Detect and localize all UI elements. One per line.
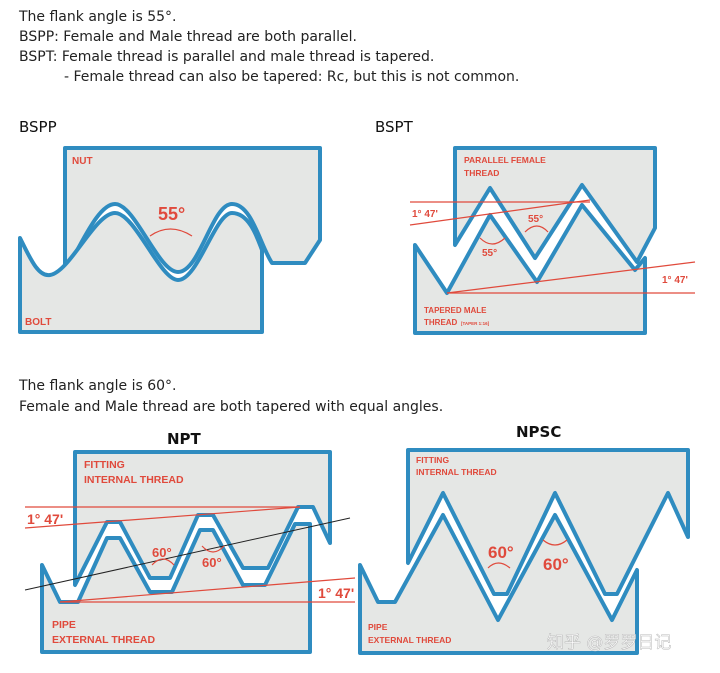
npsc-angle-a: 60° — [488, 543, 514, 562]
bspt-female-label-2: THREAD — [464, 168, 499, 178]
npt-title: NPT — [167, 430, 202, 448]
npt-angle-b: 60° — [202, 555, 222, 570]
watermark: 知乎 @罗罗日记 — [547, 633, 671, 653]
bspt-angle-a: 55° — [482, 248, 497, 259]
npt-diagram: NPT 60° 60° 1° 47' 1° 47' FITTING INTERN… — [24, 430, 356, 654]
bspt-male-label-1: TAPERED MALE — [424, 306, 487, 315]
intro-55-line1: The flank angle is 55°. — [19, 9, 177, 25]
npt-fitting-label-1: FITTING — [84, 459, 125, 471]
intro-55-line2: BSPP: Female and Male thread are both pa… — [19, 29, 357, 45]
bspp-diagram: BSPP 55° NUT BOLT — [18, 118, 322, 334]
npt-fitting — [73, 450, 332, 587]
bspp-bolt — [18, 211, 264, 334]
npsc-pipe-label-2: EXTERNAL THREAD — [368, 635, 451, 645]
npsc-diagram: NPSC 60° 60° FITTING INTERNAL THREAD PIP… — [358, 423, 690, 655]
bspt-title: BSPT — [375, 118, 414, 136]
bspt-female-label-1: PARALLEL FEMALE — [464, 155, 546, 165]
npsc-fitting — [406, 448, 690, 596]
bspt-male-label-2: THREAD — [424, 318, 458, 327]
npt-pipe-label-2: EXTERNAL THREAD — [52, 634, 155, 646]
bspt-taper-note: [TAPER 1:16] — [461, 321, 490, 326]
npsc-angle-b: 60° — [543, 555, 569, 574]
bspt-taper-top: 1° 47' — [412, 209, 438, 220]
bspp-bolt-label: BOLT — [25, 317, 51, 328]
npt-angle-a: 60° — [152, 545, 172, 560]
bspp-angle-label: 55° — [158, 204, 185, 224]
bspp-angle-arc — [149, 228, 193, 237]
intro-55-line4: - Female thread can also be tapered: Rc,… — [64, 69, 520, 85]
npt-taper-bottom: 1° 47' — [318, 585, 354, 601]
npsc-fitting-label-2: INTERNAL THREAD — [416, 467, 497, 477]
bspt-taper-bottom: 1° 47' — [662, 275, 688, 286]
npt-fitting-label-2: INTERNAL THREAD — [84, 474, 184, 486]
bspt-angle-b: 55° — [528, 214, 543, 225]
npsc-pipe — [358, 513, 639, 655]
npt-pipe — [40, 522, 312, 654]
bspt-male-thread — [413, 203, 647, 335]
bspp-nut-label: NUT — [72, 156, 93, 167]
npt-taper-top: 1° 47' — [27, 511, 63, 527]
npt-pipe-label-1: PIPE — [52, 619, 76, 631]
intro-60-line2: Female and Male thread are both tapered … — [19, 399, 444, 415]
intro-60-line1: The flank angle is 60°. — [19, 378, 177, 394]
npsc-pipe-label-1: PIPE — [368, 622, 388, 632]
bspp-nut — [63, 146, 322, 274]
intro-55-line3: BSPT: Female thread is parallel and male… — [19, 49, 435, 65]
npsc-fitting-label-1: FITTING — [416, 455, 449, 465]
bspt-diagram: BSPT 55° 55° 1° 47' 1° 47' PARALLEL FEMA… — [375, 118, 696, 335]
npsc-title: NPSC — [516, 423, 561, 441]
bspp-title: BSPP — [19, 118, 57, 136]
